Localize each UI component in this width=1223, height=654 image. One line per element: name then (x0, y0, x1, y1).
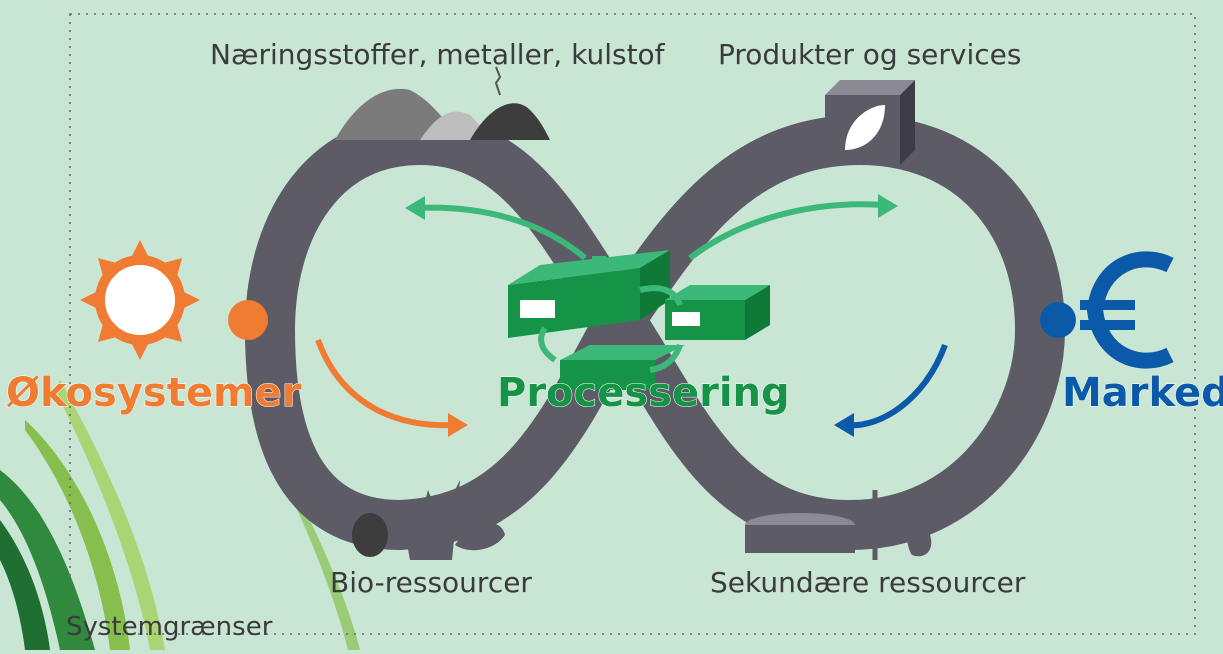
product-box-leaf-icon (825, 80, 915, 165)
arrow-head (405, 196, 425, 220)
soil-piles-icon (335, 66, 550, 140)
infinity-loop (244, 114, 1066, 551)
beetle-grass-fish-icon (352, 480, 505, 560)
label-products: Produkter og services (718, 38, 1022, 71)
grass-decoration (0, 380, 360, 650)
arrow-head (878, 194, 898, 218)
label-nutrients: Næringsstoffer, metaller, kulstof (210, 38, 665, 71)
node-ecosystems: Økosystemer (6, 370, 302, 417)
flow-arrows (315, 194, 948, 437)
label-bio-resources: Bio-ressourcer (330, 566, 532, 599)
arrow-head (448, 413, 468, 437)
arrow-head (834, 413, 854, 437)
sun-icon (80, 240, 200, 360)
factories-icon (508, 250, 770, 390)
market-node-dot (1040, 302, 1076, 338)
label-secondary-resources: Sekundære ressourcer (710, 566, 1026, 599)
euro-icon (1080, 251, 1174, 369)
node-processing: Processering (497, 370, 791, 417)
label-system-boundary: Systemgrænser (66, 612, 273, 642)
tank-fishbone-apple-icon (745, 490, 932, 560)
ecosystem-node-dot (228, 300, 268, 340)
node-market: Marked (1062, 370, 1223, 417)
